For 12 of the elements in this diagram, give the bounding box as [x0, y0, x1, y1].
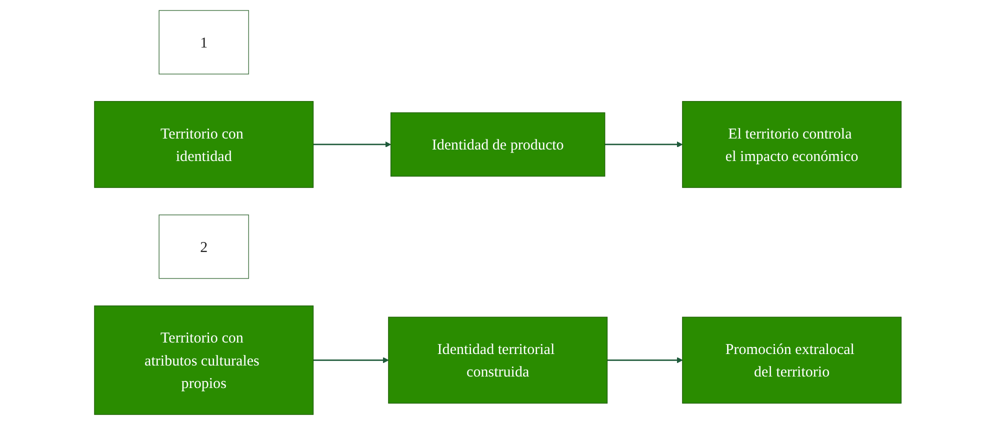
arrow [606, 357, 682, 364]
node-box: Identidad de producto [390, 112, 605, 177]
arrow [312, 141, 391, 148]
node-box: Promoción extralocal del territorio [682, 316, 902, 404]
arrow [312, 357, 388, 364]
node-box: Territorio con identidad [94, 101, 314, 188]
node-box: 1 [158, 10, 249, 74]
node-box: Identidad territorial construida [388, 316, 608, 404]
node-box: Territorio con atributos culturales propios [94, 305, 314, 415]
node-box: 2 [158, 214, 249, 279]
arrow [604, 141, 682, 148]
node-box: El territorio controla el impacto económico [682, 101, 902, 188]
